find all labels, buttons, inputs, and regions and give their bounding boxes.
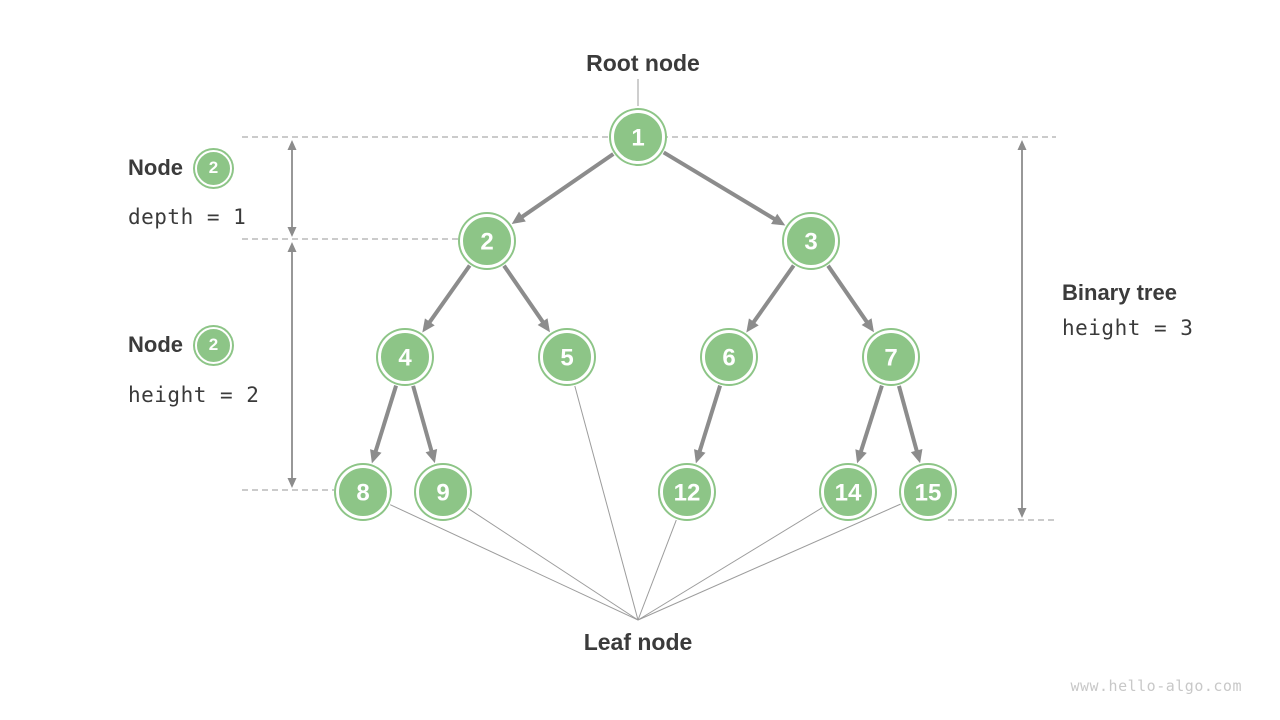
tree-node-1 xyxy=(609,108,667,166)
node-depth-caption: depth = 1 xyxy=(128,205,247,229)
leaf-connector-line xyxy=(574,385,639,621)
node-depth-row: Node 2 xyxy=(128,147,246,189)
depth-1-measure-arrow-top-arrowhead xyxy=(287,140,297,150)
tree-node-ring xyxy=(784,214,838,268)
tree-edge-1-2 xyxy=(518,152,615,220)
tree-node-ring xyxy=(460,214,514,268)
tree-edge-7-14 xyxy=(858,384,884,455)
leaf-connector-line xyxy=(389,504,639,621)
tree-node-2 xyxy=(458,212,516,270)
tree-node-ring xyxy=(702,330,756,384)
tree-node-ring xyxy=(611,110,665,164)
tree-node-ring xyxy=(336,465,390,519)
binary-tree-caption: height = 3 xyxy=(1062,316,1194,340)
tree-node-ring xyxy=(821,465,875,519)
tree-node-ring xyxy=(864,330,918,384)
tree-node-value: 7 xyxy=(884,345,897,372)
tree-node-7 xyxy=(862,328,920,386)
tree-node-ring xyxy=(540,330,594,384)
tree-edge-3-6 xyxy=(750,264,796,326)
node-depth-annotation: Node 2 depth = 1 xyxy=(128,147,246,229)
tree-node-value: 5 xyxy=(560,345,573,372)
tree-node-value: 3 xyxy=(804,229,817,256)
tree-height-measure-arrow-bottom-arrowhead xyxy=(1017,508,1027,518)
tree-node-value: 15 xyxy=(915,480,942,507)
node-height-caption: height = 2 xyxy=(128,383,260,407)
tree-edge-arrowhead xyxy=(910,448,923,464)
watermark: www.hello-algo.com xyxy=(1070,677,1242,695)
tree-height-measure-arrow-top-arrowhead xyxy=(1017,140,1027,150)
node-height-row: Node 2 xyxy=(128,324,259,366)
leaf-connector-line xyxy=(637,507,823,621)
tree-edge-arrowhead xyxy=(511,211,526,224)
tree-edge-2-4 xyxy=(426,264,472,326)
tree-edge-arrowhead xyxy=(746,318,759,333)
tree-node-value: 8 xyxy=(356,480,369,507)
tree-node-value: 14 xyxy=(835,480,862,507)
tree-node-14 xyxy=(819,463,877,521)
tree-edge-arrowhead xyxy=(771,213,786,226)
leaf-connector-line xyxy=(467,508,639,621)
height-2-measure-arrow-bottom-arrowhead xyxy=(287,478,297,488)
tree-node-value: 12 xyxy=(674,480,701,507)
tree-node-ring xyxy=(378,330,432,384)
binary-tree-annotation: Binary tree height = 3 xyxy=(1062,280,1193,340)
tree-node-value: 9 xyxy=(436,480,449,507)
node-badge-icon: 2 xyxy=(195,326,232,364)
tree-node-5 xyxy=(538,328,596,386)
tree-node-value: 6 xyxy=(722,345,735,372)
tree-edge-arrowhead xyxy=(425,448,438,464)
tree-edge-4-9 xyxy=(411,385,435,455)
node-height-title: Node xyxy=(128,332,183,357)
binary-tree-title: Binary tree xyxy=(1062,280,1177,305)
tree-edge-1-3 xyxy=(662,150,778,223)
node-depth-title: Node xyxy=(128,155,183,180)
leaf-node-label: Leaf node xyxy=(583,629,693,655)
node-depth-badge-value: 2 xyxy=(208,158,219,177)
tree-edge-3-7 xyxy=(826,264,870,326)
tree-edge-arrowhead xyxy=(694,449,706,464)
tree-edge-6-12 xyxy=(696,385,722,455)
tree-edge-7-15 xyxy=(897,385,920,454)
tree-node-value: 2 xyxy=(480,229,493,256)
tree-edge-arrowhead xyxy=(370,449,382,464)
tree-node-4 xyxy=(376,328,434,386)
tree-node-3 xyxy=(782,212,840,270)
tree-node-12 xyxy=(658,463,716,521)
tree-node-15 xyxy=(899,463,957,521)
tree-edge-arrowhead xyxy=(537,318,550,333)
tree-node-8 xyxy=(334,463,392,521)
tree-node-9 xyxy=(414,463,472,521)
tree-edge-arrowhead xyxy=(861,318,874,333)
tree-edge-arrowhead xyxy=(855,449,867,464)
tree-node-6 xyxy=(700,328,758,386)
leaf-connector-line xyxy=(637,519,677,621)
node-height-annotation: Node 2 height = 2 xyxy=(128,324,259,407)
tree-edge-2-5 xyxy=(502,264,546,326)
depth-1-measure-arrow-bottom-arrowhead xyxy=(287,227,297,237)
tree-node-value: 4 xyxy=(398,345,412,372)
root-node-label: Root node xyxy=(586,50,700,76)
node-badge-icon: 2 xyxy=(195,149,232,187)
tree-edge-4-8 xyxy=(372,385,398,455)
tree-node-ring xyxy=(901,465,955,519)
leaf-connector-line xyxy=(637,503,901,621)
tree-node-value: 1 xyxy=(631,125,644,152)
tree-node-ring xyxy=(660,465,714,519)
height-2-measure-arrow-top-arrowhead xyxy=(287,242,297,252)
node-height-badge-value: 2 xyxy=(208,335,219,354)
tree-node-ring xyxy=(416,465,470,519)
tree-edge-arrowhead xyxy=(422,318,435,333)
